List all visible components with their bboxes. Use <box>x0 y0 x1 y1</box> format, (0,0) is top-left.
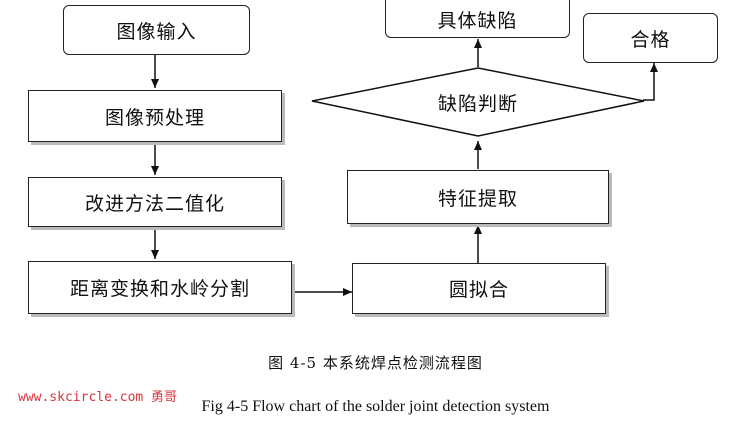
node-watershed-label: 距离变换和水岭分割 <box>69 278 250 300</box>
node-binarize: 改进方法二值化 <box>28 177 282 227</box>
node-watershed: 距离变换和水岭分割 <box>28 261 292 314</box>
node-defect-judge-label: 缺陷判断 <box>437 92 518 115</box>
node-qualified: 合格 <box>583 13 718 63</box>
node-circle-fit-label: 圆拟合 <box>448 279 509 301</box>
node-defect-judge: 缺陷判断 <box>418 88 538 116</box>
node-specific-defect: 具体缺陷 <box>385 0 570 38</box>
node-binarize-label: 改进方法二值化 <box>84 192 225 215</box>
node-preprocess: 图像预处理 <box>28 90 282 142</box>
node-specific-defect-label: 具体缺陷 <box>437 9 518 32</box>
node-image-input: 图像输入 <box>63 5 250 55</box>
node-image-input-label: 图像输入 <box>116 20 197 43</box>
node-preprocess-label: 图像预处理 <box>104 106 205 129</box>
node-feature-extract-label: 特征提取 <box>437 187 518 210</box>
caption-english: Fig 4-5 Flow chart of the solder joint d… <box>201 398 550 415</box>
arrow-judge-to-qualified <box>643 63 658 101</box>
decision-diamond <box>311 67 645 137</box>
node-qualified-label: 合格 <box>630 28 671 51</box>
node-feature-extract: 特征提取 <box>347 170 609 224</box>
watermark: www.skcircle.com 勇哥 <box>18 390 178 405</box>
node-circle-fit: 圆拟合 <box>352 263 606 314</box>
caption-chinese: 图 4-5 本系统焊点检测流程图 <box>268 354 483 372</box>
